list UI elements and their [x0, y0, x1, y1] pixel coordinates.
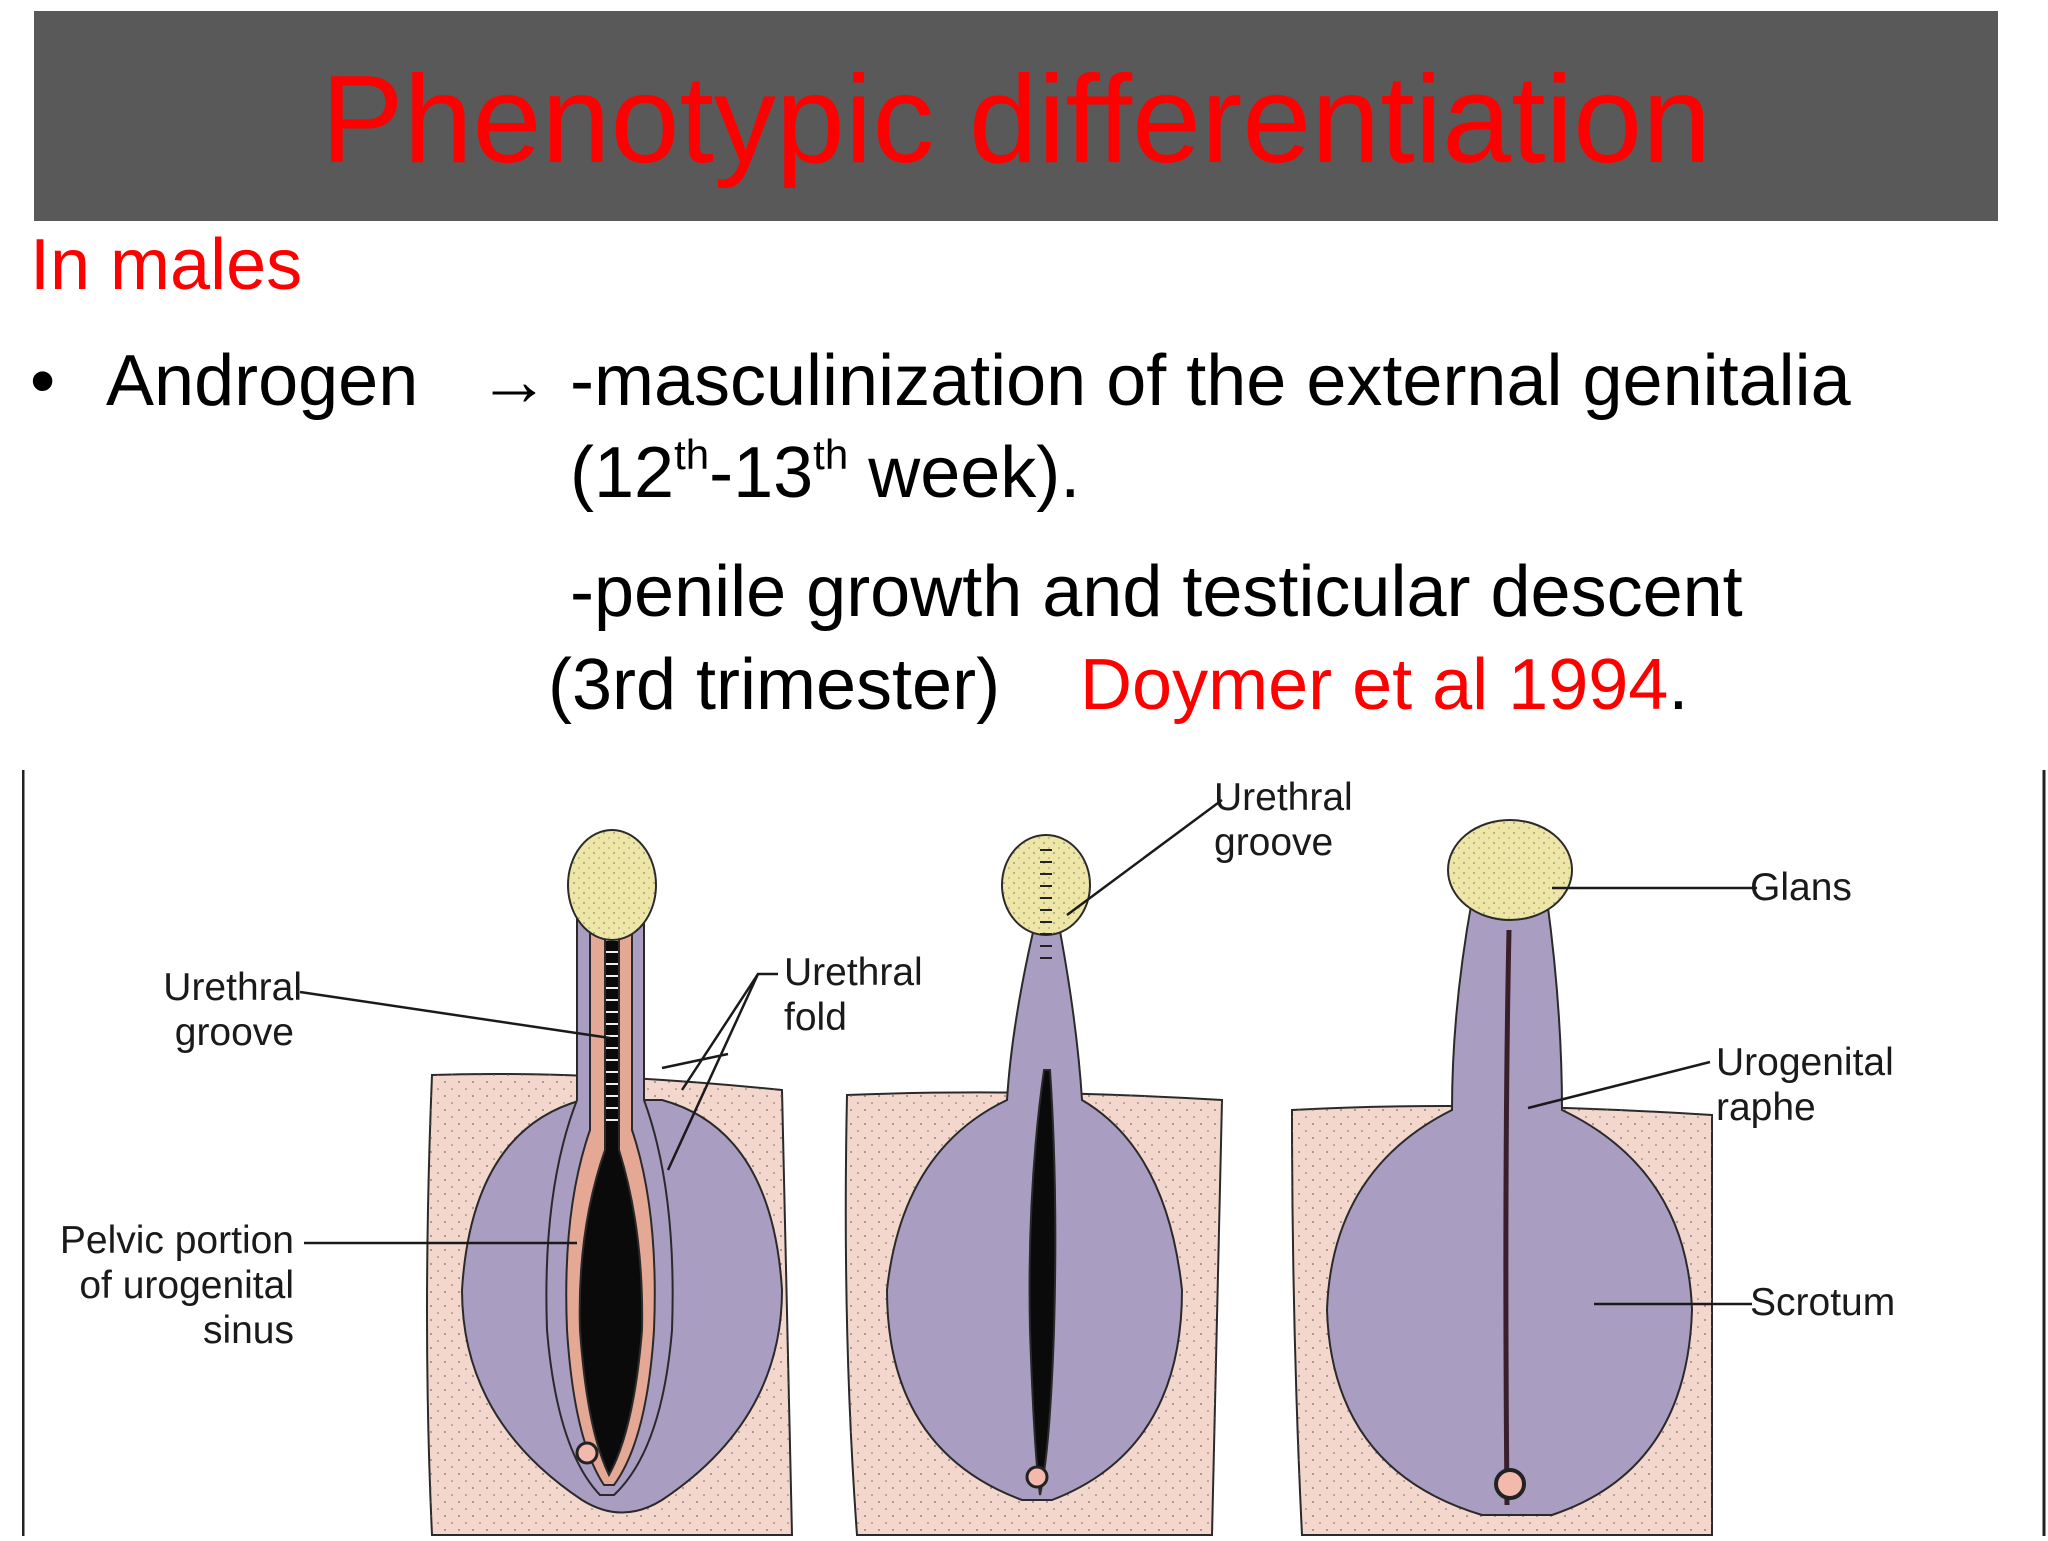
- label-line: raphe: [1716, 1086, 1816, 1129]
- label-urethral-groove-left: Urethral groove: [132, 965, 302, 1055]
- label-line: Urethral: [784, 951, 923, 994]
- reference-citation: Doymer et al 1994: [1080, 645, 1669, 725]
- stage-1-glans-stipple: [568, 830, 656, 940]
- stage-2-closing-sinus: [1028, 1069, 1057, 1496]
- week-start: (12: [570, 433, 675, 513]
- stage-3-glans-stipple: [1448, 820, 1572, 920]
- bullet-line-4: (3rd trimester) Doymer et al 1994.: [548, 640, 1688, 730]
- slide-subtitle: In males: [30, 225, 303, 305]
- title-bar: Phenotypic differentiation: [34, 11, 1998, 221]
- bullet-line-3: -penile growth and testicular descent: [570, 552, 1743, 632]
- stage-3-scrotum: [1325, 899, 1694, 1516]
- week-suffix: week).: [848, 433, 1081, 513]
- bullet-line-1: -masculinization of the external genital…: [570, 341, 1851, 421]
- label-urethral-groove-top: Urethral groove: [1214, 775, 1353, 865]
- slide-title: Phenotypic differentiation: [320, 51, 1712, 189]
- leader-urogenital-raphe: [1527, 1060, 1711, 1110]
- leader-urethral-groove-top: [1066, 798, 1223, 917]
- trimester-text: (3rd trimester): [548, 645, 1001, 725]
- label-line: fold: [784, 996, 847, 1039]
- stage-1-anus: [575, 1441, 599, 1465]
- superscript-th: th: [813, 431, 849, 478]
- bullet-marker: •: [30, 341, 56, 421]
- stage-1-groove-hatching: [606, 939, 618, 1121]
- label-line: sinus: [202, 1309, 294, 1352]
- label-urogenital-raphe: Urogenital raphe: [1716, 1040, 1894, 1130]
- stage-2-illustration: [844, 834, 1224, 1536]
- bullet-line-2: (12th-13th week).: [570, 428, 1080, 518]
- stage-2-anus: [1025, 1465, 1049, 1489]
- label-scrotum: Scrotum: [1750, 1281, 1896, 1324]
- leader-urethral-fold-b: [661, 1052, 729, 1070]
- label-line: groove: [174, 1011, 294, 1054]
- stage-3-raphe: [1503, 929, 1512, 1506]
- bullet-term: Androgen: [106, 341, 419, 421]
- label-urethral-fold: Urethral fold: [784, 950, 923, 1040]
- arrow-icon: →: [478, 341, 550, 421]
- stage-3-illustration: [1290, 819, 1713, 1536]
- stage-3-anus: [1494, 1468, 1526, 1500]
- diagram-svg: [21, 770, 2046, 1536]
- reference-period: .: [1668, 645, 1689, 725]
- stage-1-illustration: [426, 829, 794, 1536]
- stage-2-groove-hatching: [1040, 849, 1052, 959]
- label-line: Urethral: [1214, 776, 1353, 819]
- genitalia-diagram: Urethral groove Urethral fold Pelvic por…: [21, 770, 2048, 1536]
- leader-urethral-fold-c: [666, 973, 760, 1171]
- label-line: Urethral: [163, 966, 302, 1009]
- superscript-th: th: [674, 431, 710, 478]
- week-end: -13: [709, 433, 814, 513]
- label-line: groove: [1214, 821, 1334, 864]
- leader-lines: [299, 798, 1757, 1306]
- stage-1-sinus: [578, 929, 644, 1478]
- label-pelvic-portion: Pelvic portion of urogenital sinus: [22, 1218, 294, 1353]
- label-line: Urogenital: [1716, 1041, 1894, 1084]
- leader-urethral-groove-left: [299, 990, 611, 1040]
- label-line: of urogenital: [79, 1264, 294, 1307]
- label-glans: Glans: [1750, 866, 1852, 909]
- label-line: Pelvic portion: [59, 1219, 294, 1262]
